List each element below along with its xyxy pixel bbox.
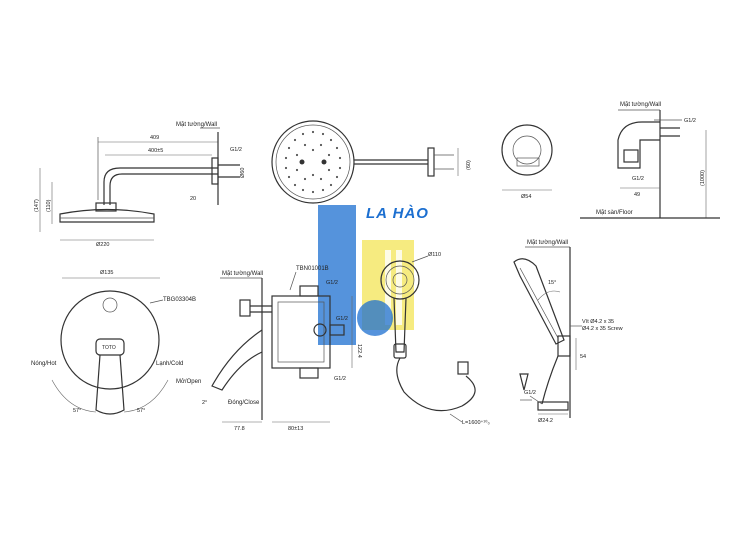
dim-54-flange: Ø54 xyxy=(521,194,531,200)
cold-label: Lạnh/Cold xyxy=(156,361,183,367)
floor-label: Mặt sàn/Floor xyxy=(596,210,633,216)
dim-147: (147) xyxy=(34,199,40,212)
g12-b: G1/2 xyxy=(336,316,348,322)
dim-778: 77.8 xyxy=(234,426,245,432)
valve-body-side-view: Mặt tường/Wall TBN01001B G1/2 G1/2 G1/2 … xyxy=(176,266,362,432)
mixer-trim-front-view: Ø135 TOTO TBG03304B Nóng/Hot Lạnh/Cold 5… xyxy=(31,270,196,415)
dim-60b: (60) xyxy=(466,160,472,170)
model-trim: TBG03304B xyxy=(163,297,196,303)
dim-409: 409 xyxy=(150,135,159,141)
wall-label-4: Mặt tường/Wall xyxy=(527,240,568,246)
wall-flange-side-view: Mặt tường/Wall G1/2 G1/2 49 (1000) Mặt s… xyxy=(580,102,720,219)
g12-hand: G1/2 xyxy=(524,390,536,396)
screw-label-2: Ø4.2 x 35 Screw xyxy=(582,326,623,332)
flange-g12-mid: G1/2 xyxy=(632,176,644,182)
shower-head-side-view: 409 400±5 Mặt tường/Wall G1/2 20 Ø60 (14… xyxy=(34,122,246,248)
dim-20: 20 xyxy=(190,196,196,202)
model-valve: TBN01001B xyxy=(296,266,329,272)
watermark-logo: LA HÀO xyxy=(318,205,429,345)
wall-label-3: Mặt tường/Wall xyxy=(222,271,263,277)
dim-54-hand: 54 xyxy=(580,354,586,360)
dim-135: Ø135 xyxy=(100,270,113,276)
g12-c: G1/2 xyxy=(334,376,346,382)
shower-head-front-view: (60) xyxy=(271,120,472,204)
hand-shower-front-view: Ø110 L=1600⁺¹⁰₀ xyxy=(380,252,490,426)
angle-right: 57° xyxy=(137,408,145,414)
wall-label-2: Mặt tường/Wall xyxy=(620,102,661,108)
dim-60: Ø60 xyxy=(240,168,246,178)
dim-110: (110) xyxy=(46,199,52,212)
dim-80: 80±13 xyxy=(288,426,303,432)
angle-left: 57° xyxy=(73,408,81,414)
angle-15: 15° xyxy=(548,280,556,286)
open-label: Mở/Open xyxy=(176,378,201,385)
dim-49: 49 xyxy=(634,192,640,198)
flange-g12-top: G1/2 xyxy=(684,118,696,124)
trim-logo-text: TOTO xyxy=(102,345,116,351)
wall-flange-front-view: Ø54 xyxy=(501,124,553,200)
dim-400: 400±5 xyxy=(148,148,163,154)
wall-label-1: Mặt tường/Wall xyxy=(176,122,217,128)
dim-220: Ø220 xyxy=(96,242,109,248)
dim-1224: 122.4 xyxy=(356,344,362,358)
screw-label-1: Vít Ø4.2 x 35 xyxy=(582,319,614,325)
dim-g12-1: G1/2 xyxy=(230,147,242,153)
dim-242: Ø24.2 xyxy=(538,418,553,424)
g12-a: G1/2 xyxy=(326,280,338,286)
close-label: Đóng/Close xyxy=(228,400,260,406)
angle-2: 2° xyxy=(202,400,207,406)
watermark-brand-text: LA HÀO xyxy=(366,205,429,222)
hot-label: Nóng/Hot xyxy=(31,361,57,367)
hose-length: L=1600⁺¹⁰₀ xyxy=(462,419,490,426)
hand-shower-side-view: Mặt tường/Wall 15° Vít Ø4.2 x 35 Ø4.2 x … xyxy=(513,240,623,424)
dim-110-hand: Ø110 xyxy=(428,252,441,258)
dim-1000: (1000) xyxy=(700,170,706,186)
